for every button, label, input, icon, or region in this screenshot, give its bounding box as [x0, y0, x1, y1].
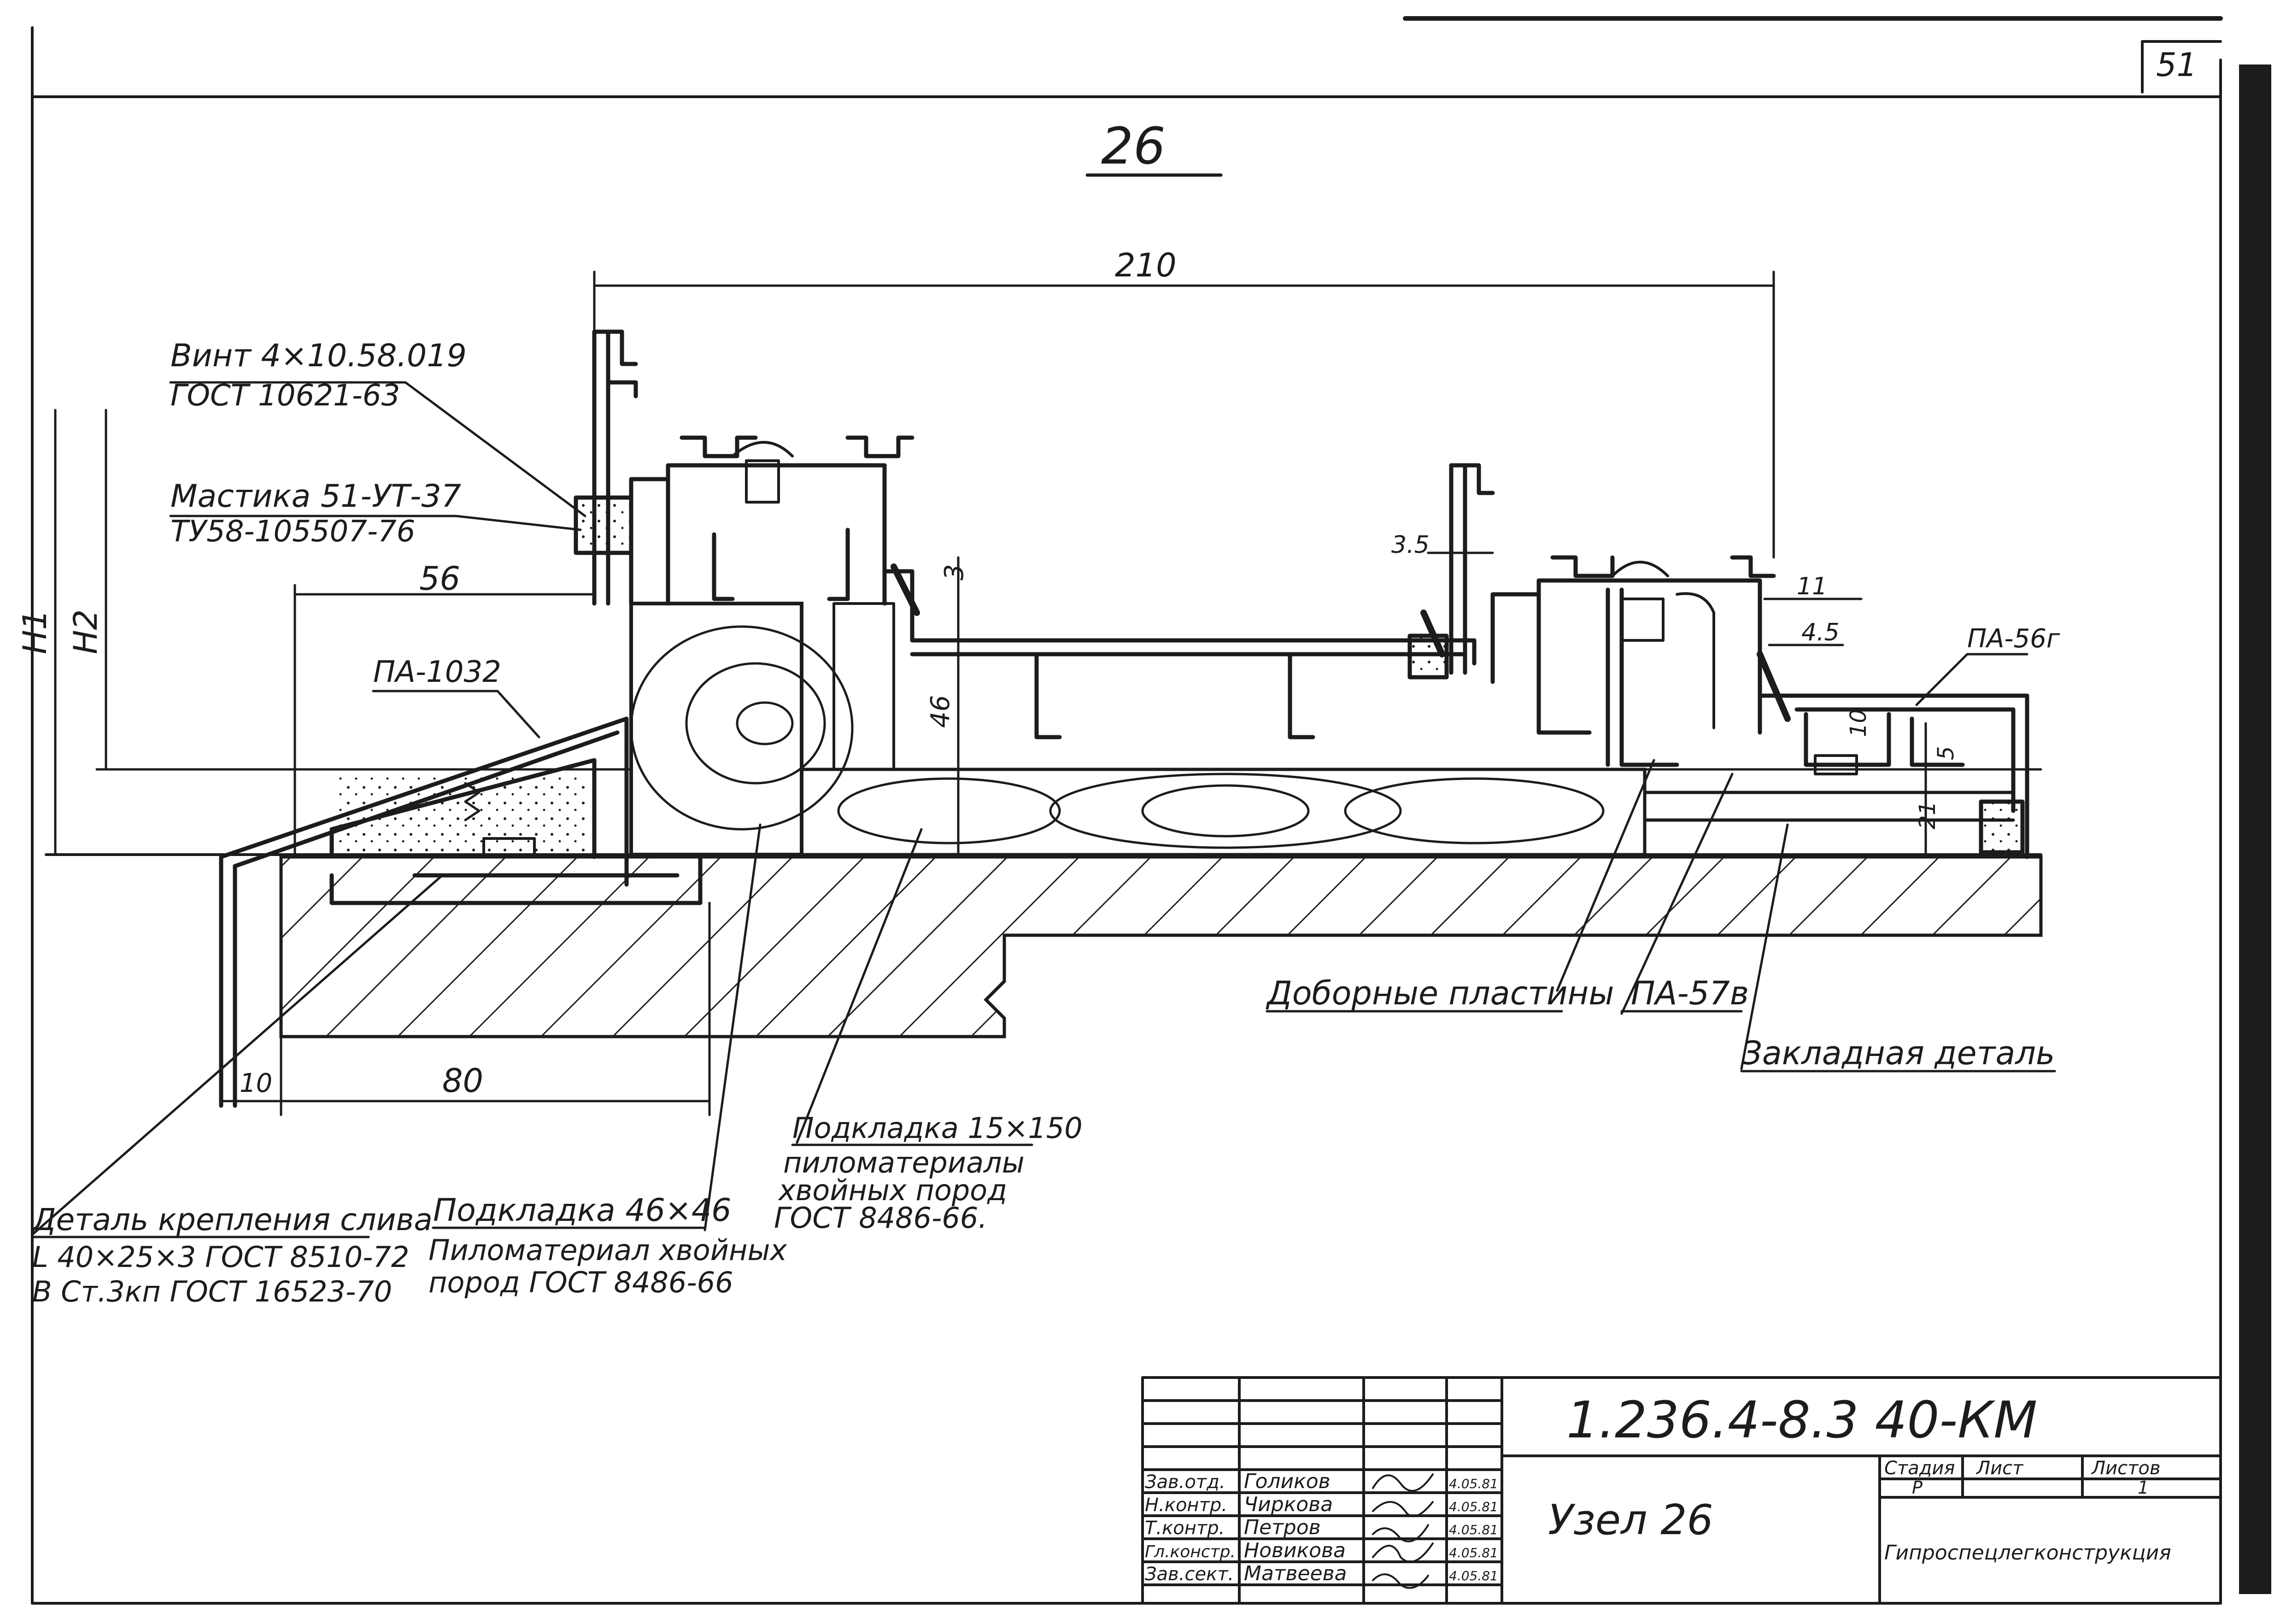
dim-h1: H1 [16, 610, 54, 654]
dim-21: 21 [1915, 801, 1940, 829]
dim-56: 56 [419, 560, 460, 598]
row-date: 4.05.81 [1449, 1476, 1498, 1491]
dim-5: 5 [1933, 746, 1959, 760]
additional-plates [1643, 791, 2015, 822]
row-name: Новикова [1244, 1539, 1346, 1562]
callout-vint-2: ГОСТ 10621-63 [170, 379, 400, 413]
callout-pa56g: ПА-56г [1967, 624, 2060, 654]
callout-dobornye: Доборные пластины [1266, 974, 1614, 1012]
stage-value: Р [1912, 1477, 1923, 1498]
row-name: Матвеева [1244, 1562, 1347, 1585]
row-name: Петров [1244, 1516, 1321, 1539]
row-role: Н.контр. [1145, 1495, 1227, 1516]
dim-3-5: 3.5 [1391, 531, 1430, 559]
organization: Гипроспецлегконструкция [1884, 1541, 2171, 1565]
dim-210: 210 [1115, 246, 1177, 284]
signatures [1372, 1473, 1434, 1589]
callout-mastika-1: Мастика 51-УТ-37 [170, 478, 461, 515]
wood-pad-15x150 [800, 768, 1647, 856]
sheet-number: 51 [2156, 46, 2197, 84]
node-label: 26 [1101, 117, 1166, 176]
sheet-frame [31, 16, 2271, 1605]
row-role: Зав.сект. [1145, 1564, 1234, 1585]
callout-podkl46-1: Подкладка 46×46 [433, 1192, 731, 1229]
frame-profile-left [574, 329, 638, 606]
callout-mastika-2: ТУ58-105507-76 [170, 515, 415, 549]
callout-detal-1: Деталь крепления слива [31, 1202, 433, 1237]
mastic-fill [336, 774, 585, 855]
sheet-header: Лист [1975, 1458, 2024, 1479]
dim-80: 80 [442, 1062, 483, 1100]
frame-profile-right-thin [1407, 463, 1495, 680]
frame-profile-main [629, 435, 914, 606]
row-date: 4.05.81 [1449, 1522, 1498, 1537]
row-name: Чиркова [1244, 1493, 1333, 1516]
row-date: 4.05.81 [1449, 1545, 1498, 1560]
row-role: Гл.констр. [1145, 1542, 1236, 1561]
frame-profile-end [1757, 651, 2029, 859]
dim-h2: H2 [67, 610, 105, 654]
row-role: Зав.отд. [1145, 1472, 1225, 1493]
glazing-bay [882, 563, 1477, 739]
callout-pa57v: ПА-57в [1631, 974, 1749, 1012]
callout-podkl46-3: пород ГОСТ 8486-66 [428, 1266, 733, 1299]
callout-podkl15-2: пиломатериалы [783, 1146, 1025, 1179]
callout-detal-3: В Ст.3кп ГОСТ 16523-70 [32, 1275, 392, 1308]
fastening-angle [329, 782, 703, 905]
title-block-rows: Зав.отд. Голиков 4.05.81 Н.контр. Чирков… [1145, 1470, 1498, 1585]
dim-11: 11 [1797, 573, 1827, 600]
callout-podkl15-3: хвойных пород [778, 1173, 1007, 1207]
dim-10: 10 [240, 1068, 272, 1098]
sheets-header: Листов [2091, 1458, 2160, 1479]
title-block: 1.236.4-8.3 40-КМ Узел 26 Стадия Лист Ли… [1141, 1376, 2222, 1605]
dim-10b: 10 [1846, 709, 1871, 737]
row-name: Голиков [1244, 1470, 1331, 1493]
sheets-value: 1 [2138, 1477, 2149, 1498]
row-role: Т.контр. [1145, 1518, 1225, 1539]
dimension-lines [54, 270, 1927, 1116]
stage-header: Стадия [1884, 1458, 1955, 1479]
callout-podkl46-2: Пиломатериал хвойных [428, 1233, 787, 1267]
dim-46: 46 [926, 695, 955, 728]
wood-pad-46x46 [629, 602, 854, 856]
dim-4-5: 4.5 [1801, 619, 1840, 646]
dim-3: 3 [939, 564, 969, 580]
callout-texts: Винт 4×10.58.019 ГОСТ 10621-63 Мастика 5… [31, 338, 2060, 1308]
callout-pa1032: ПА-1032 [373, 655, 501, 689]
callout-podkl15-4: ГОСТ 8486-66. [774, 1201, 987, 1235]
wood-insert [832, 602, 895, 771]
row-date: 4.05.81 [1449, 1499, 1498, 1514]
title-code: 1.236.4-8.3 40-КМ [1566, 1390, 2037, 1449]
callout-vint-1: Винт 4×10.58.019 [170, 338, 467, 374]
callout-zakladnaya: Закладная деталь [1741, 1034, 2055, 1072]
callout-podkl15-1: Подкладка 15×150 [792, 1111, 1083, 1145]
callout-detal-2: L 40×25×3 ГОСТ 8510-72 [32, 1240, 409, 1274]
row-date: 4.05.81 [1449, 1568, 1498, 1583]
title-name: Узел 26 [1548, 1496, 1713, 1544]
dimension-texts: 210 56 80 10 46 3 3.5 11 4.5 10 5 21 H1 … [16, 246, 1959, 1100]
frame-profile-right [1490, 555, 1776, 767]
concrete-base [279, 855, 2043, 1038]
leader-lines [31, 381, 2028, 1236]
